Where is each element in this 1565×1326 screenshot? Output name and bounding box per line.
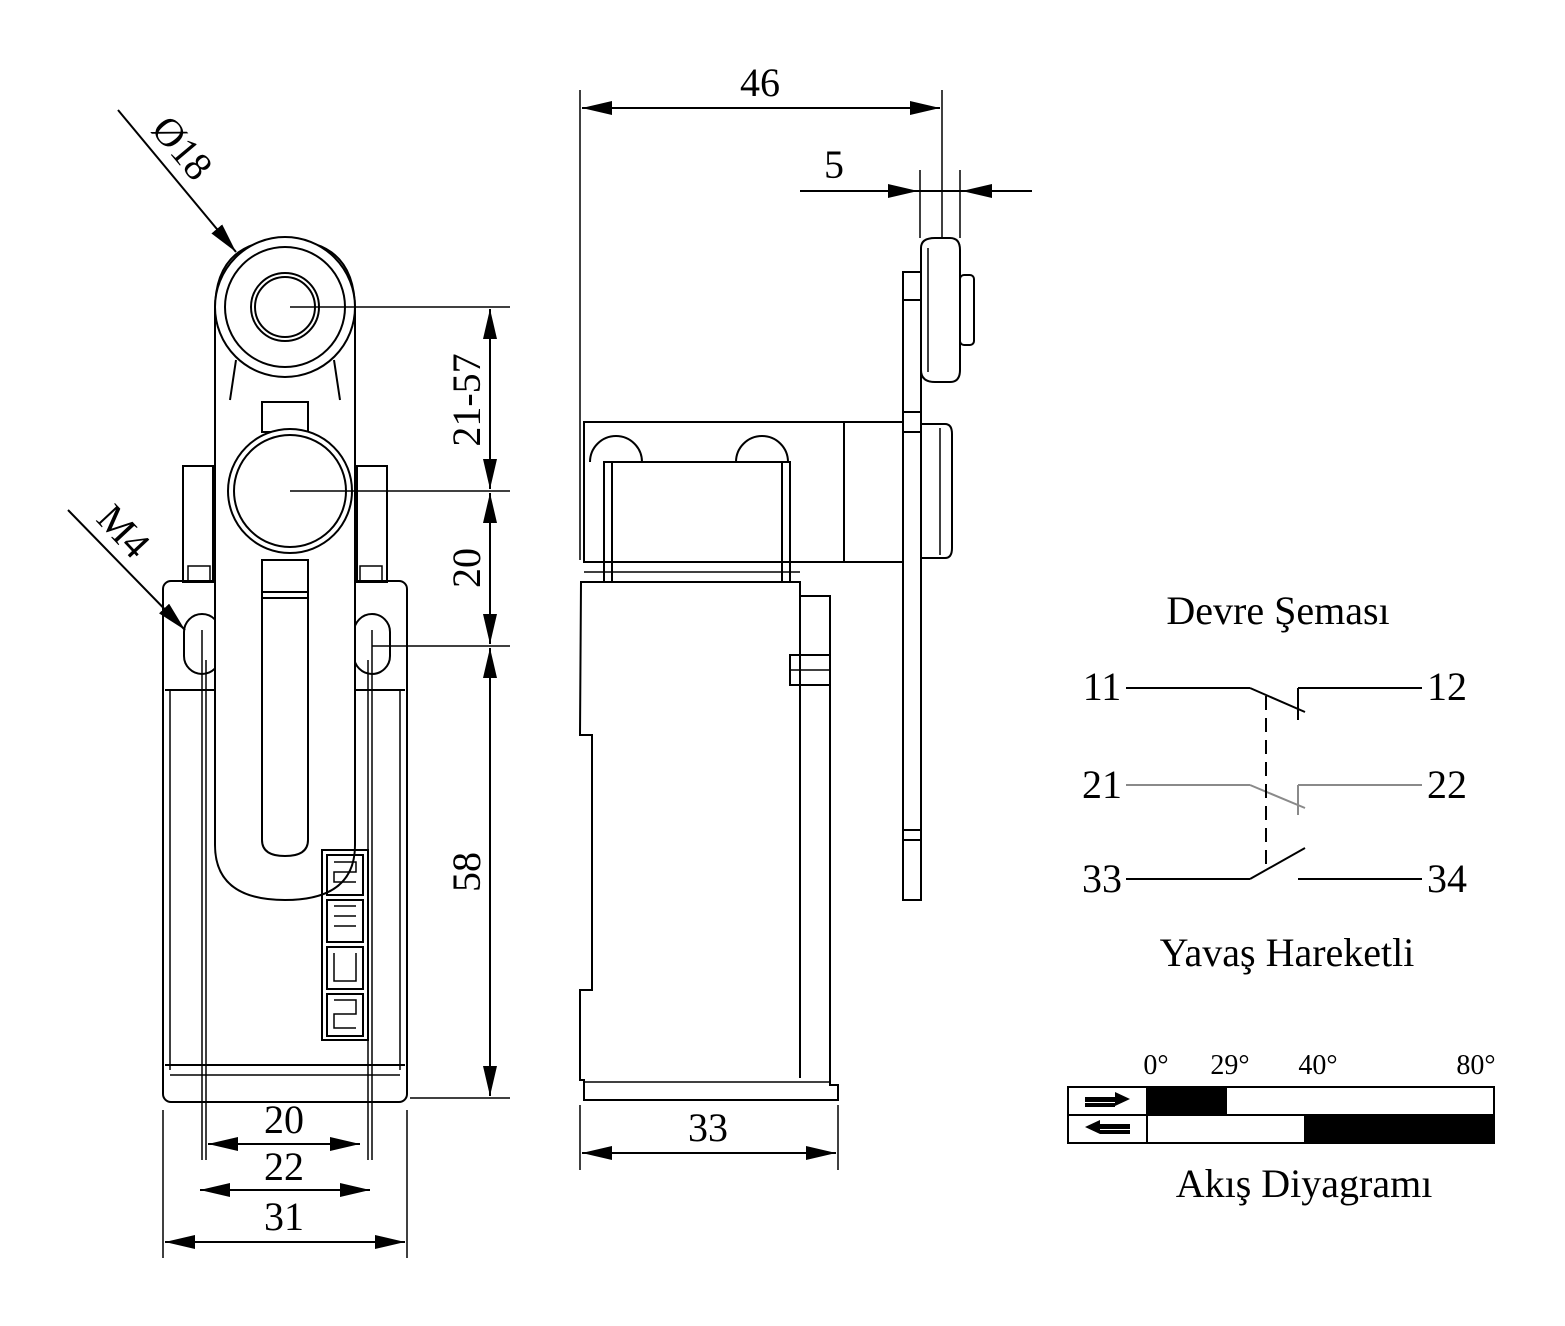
circuit-subtitle: Yavaş Hareketli: [1160, 930, 1415, 975]
mid-height-label: 20: [444, 548, 489, 588]
roller-side: [920, 237, 961, 383]
body-width-label: 31: [264, 1194, 304, 1239]
right-arrow-icon: [1085, 1092, 1130, 1107]
angle-label-29: 29°: [1210, 1050, 1249, 1081]
flow-bar-return: [1304, 1115, 1494, 1143]
circuit-diagram: Devre Şeması 11 12 21 22 33 34 Yavaş Har…: [1082, 588, 1467, 975]
side-body: [578, 581, 839, 1101]
terminal-11: 11: [1083, 664, 1122, 709]
terminal-21: 21: [1082, 762, 1122, 807]
flow-title: Akış Diyagramı: [1176, 1161, 1433, 1206]
side-view: 46 5 33: [578, 60, 1032, 1170]
angle-label-80: 80°: [1456, 1050, 1495, 1081]
left-arrow-icon: [1085, 1120, 1130, 1134]
angle-label-40: 40°: [1298, 1050, 1337, 1081]
flow-bar-forward: [1147, 1087, 1227, 1115]
angle-label-0: 0°: [1143, 1050, 1168, 1081]
arm-length-label: 21-57: [444, 353, 489, 446]
side-head: [583, 421, 845, 563]
body-height-label: 58: [444, 852, 489, 892]
terminal-33: 33: [1082, 856, 1122, 901]
lever-plate: [902, 271, 922, 901]
lever-slot: [261, 559, 309, 858]
overall-depth-label: 46: [740, 60, 780, 105]
hole-spacing-label: 20: [264, 1097, 304, 1142]
mounting-hole-right: [353, 613, 391, 675]
inner-width-label: 22: [264, 1144, 304, 1189]
shaft-nut: [920, 423, 953, 559]
terminal-34: 34: [1427, 856, 1467, 901]
body-depth-label: 33: [688, 1105, 728, 1150]
front-view: Ø18 M4 21-57 20 58 20 22 31: [67, 107, 510, 1258]
terminal-22: 22: [1427, 762, 1467, 807]
terminal-12: 12: [1427, 664, 1467, 709]
roller-thickness-label: 5: [824, 142, 844, 187]
thread-label: M4: [88, 495, 159, 566]
circuit-title: Devre Şeması: [1166, 588, 1389, 633]
roller-diameter-label: Ø18: [143, 107, 222, 189]
flow-diagram: 0° 29° 40° 80° Akış Diyagramı: [1067, 1050, 1496, 1206]
brand-logo: [321, 849, 369, 1041]
